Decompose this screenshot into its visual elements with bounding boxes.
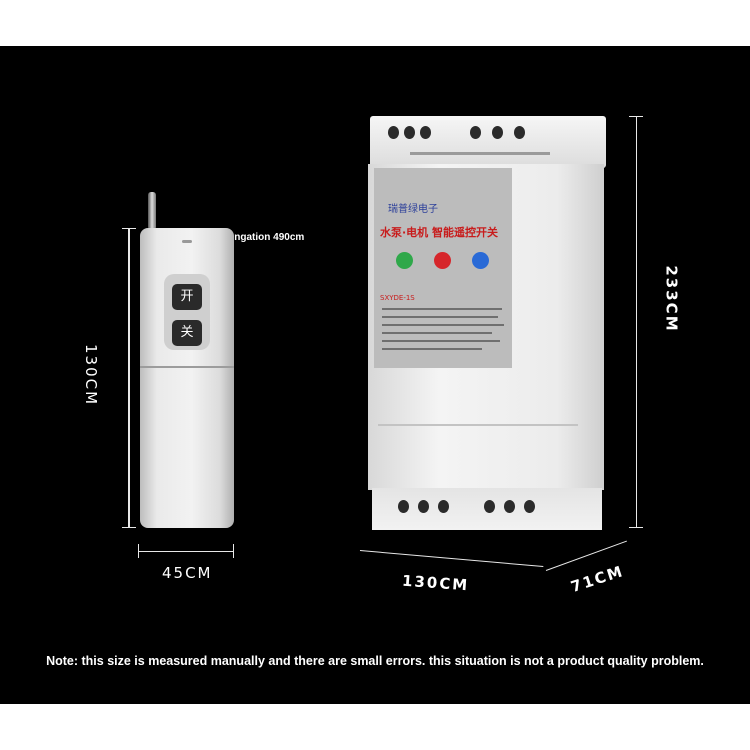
box-bottom-terminal: [372, 488, 602, 530]
blue-indicator-light: [472, 252, 489, 269]
green-indicator-light: [396, 252, 413, 269]
box-model: SXYDE-1S: [380, 294, 415, 302]
product-photo: Wireless elongation 490cm 开 关 130CM 45CM: [0, 46, 750, 704]
remote-width-label: 45CM: [162, 564, 213, 582]
box-height-line: [636, 116, 637, 528]
box-top-terminal: [370, 116, 606, 168]
box-width-line: [359, 550, 544, 568]
remote-control: 开 关: [140, 228, 234, 528]
box-height-label: 233CM: [662, 265, 681, 333]
box-groove: [378, 424, 578, 426]
wireless-caption: Wireless elongation 490cm: [176, 232, 305, 243]
remote-led: [182, 240, 192, 243]
remote-antenna: [148, 192, 156, 230]
box-label-panel: 瑞普绿电子 水泵·电机 智能遥控开关 SXYDE-1S: [374, 168, 512, 368]
box-depth-label: 71CM: [568, 561, 627, 597]
remote-on-button: 开: [172, 284, 202, 310]
controller-box: 瑞普绿电子 水泵·电机 智能遥控开关 SXYDE-1S: [358, 116, 612, 530]
box-title: 水泵·电机 智能遥控开关: [380, 226, 499, 239]
remote-off-button: 关: [172, 320, 202, 346]
remote-width-tick-right: [233, 544, 234, 558]
remote-width-line: [138, 551, 234, 552]
remote-height-label: 130CM: [82, 343, 101, 407]
remote-height-tick-top: [122, 228, 136, 229]
remote-height-line: [128, 228, 130, 528]
remote-height-tick-bottom: [122, 527, 136, 528]
red-indicator-light: [434, 252, 451, 269]
remote-seam: [140, 366, 234, 368]
disclaimer-note: Note: this size is measured manually and…: [46, 654, 704, 668]
remote-width-tick-left: [138, 544, 139, 558]
box-width-label: 130CM: [401, 571, 470, 595]
box-logo: 瑞普绿电子: [388, 204, 438, 215]
